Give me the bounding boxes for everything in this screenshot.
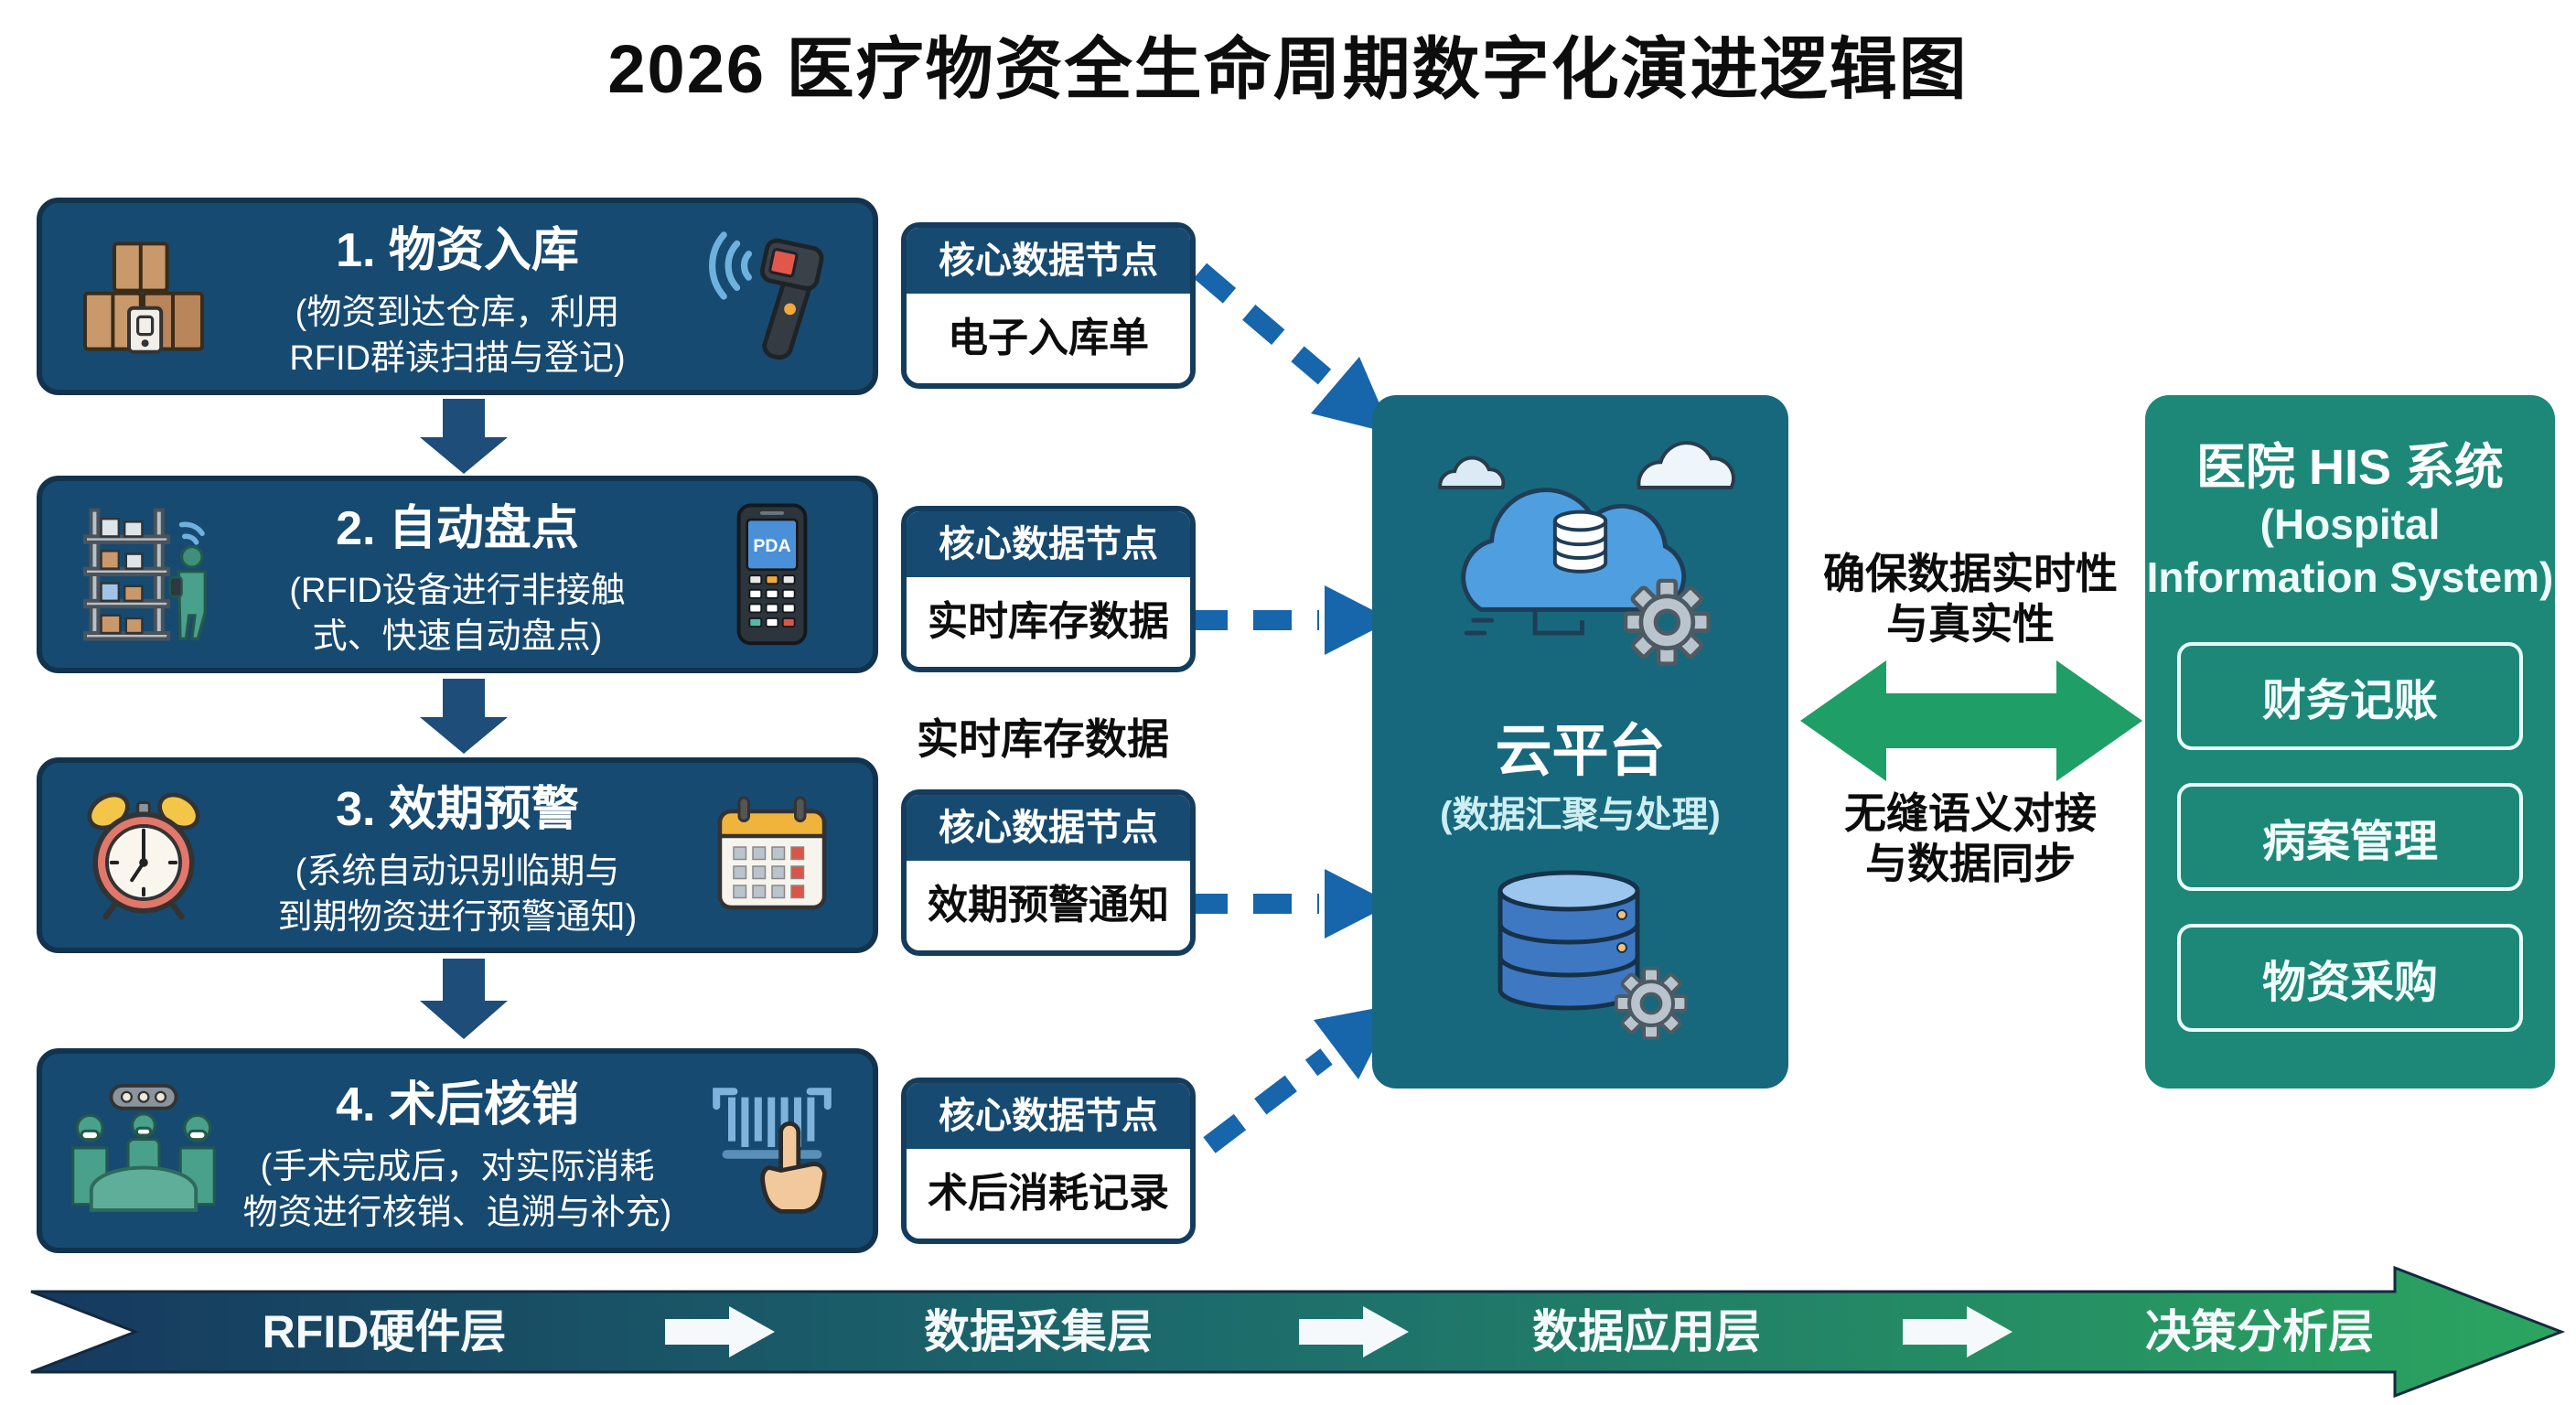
sync-top-label: 确保数据实时性 与真实性 — [1789, 549, 2152, 649]
step-4-desc-line2: 物资进行核销、追溯与补充) — [242, 1193, 672, 1232]
step-3-title: 3. 效期预警 — [336, 783, 579, 837]
step-1-desc: (物资到达仓库，利用 RFID群读扫描与登记) — [228, 291, 687, 381]
barcode-scanner-icon — [687, 212, 856, 381]
step-3-desc: (系统自动识别临期与 到期物资进行预警通知) — [228, 850, 687, 940]
ribbon-arrow-3 — [1903, 1306, 2012, 1357]
sync-bottom-line1: 无缝语义对接 — [1844, 789, 2097, 837]
layer-decision-analysis: 决策分析层 — [2145, 1306, 2374, 1357]
his-title: 医院 HIS 系统 — [2195, 440, 2505, 495]
data-node-2: 核心数据节点 实时库存数据 — [901, 506, 1196, 672]
data-node-1: 核心数据节点 电子入库单 — [901, 222, 1196, 389]
data-node-4: 核心数据节点 术后消耗记录 — [901, 1078, 1196, 1244]
step-1-text: 1. 物资入库 (物资到达仓库，利用 RFID群读扫描与登记) — [228, 211, 687, 381]
step-4-title: 4. 术后核销 — [336, 1078, 579, 1132]
his-subtitle: (Hospital Information System) — [2145, 499, 2555, 604]
layer-data-application: 数据应用层 — [1532, 1306, 1761, 1357]
module-medical-records: 病案管理 — [2177, 783, 2523, 891]
data-node-4-header: 核心数据节点 — [907, 1083, 1190, 1149]
step-2-title: 2. 自动盘点 — [336, 502, 579, 556]
cloud-platform-title: 云平台 — [1495, 720, 1666, 783]
gear-icon-small — [1615, 967, 1688, 1040]
module-procurement: 物资采购 — [2177, 924, 2523, 1032]
dashed-line-4 — [1203, 1048, 1333, 1153]
cloud-platform-box — [1372, 395, 1788, 1089]
calendar-icon — [687, 771, 856, 940]
layer-data-collection: 数据采集层 — [924, 1306, 1153, 1357]
step-4-text: 4. 术后核销 (手术完成后，对实际消耗 物资进行核销、追溯与补充) — [228, 1066, 687, 1236]
down-arrow-2 — [420, 679, 508, 754]
step-1-box: 1. 物资入库 (物资到达仓库，利用 RFID群读扫描与登记) — [37, 198, 878, 395]
data-node-3-value: 效期预警通知 — [907, 861, 1190, 950]
step-2-desc-line2: 式、快速自动盘点) — [312, 617, 603, 656]
his-system-box: 医院 HIS 系统 (Hospital Information System) … — [2145, 395, 2555, 1089]
realtime-stock-label: 实时库存数据 — [917, 715, 1169, 763]
gear-icon — [1626, 581, 1709, 664]
step-1-desc-line2: RFID群读扫描与登记) — [289, 338, 626, 378]
sync-bottom-label: 无缝语义对接 与数据同步 — [1789, 788, 2152, 889]
pda-device-icon: PDA — [687, 490, 856, 660]
data-node-1-value: 电子入库单 — [907, 294, 1190, 383]
step-4-box: 4. 术后核销 (手术完成后，对实际消耗 物资进行核销、追溯与补充) — [37, 1048, 878, 1253]
module-finance: 财务记账 — [2177, 642, 2523, 750]
cloud-platform-subtitle: (数据汇聚与处理) — [1440, 795, 1721, 835]
step-3-desc-line2: 到期物资进行预警通知) — [277, 897, 638, 937]
step-1-desc-line1: (物资到达仓库，利用 — [295, 294, 620, 333]
step-3-box: 3. 效期预警 (系统自动识别临期与 到期物资进行预警通知) — [37, 757, 878, 953]
cardboard-boxes-icon — [59, 212, 228, 381]
alarm-clock-icon — [59, 771, 228, 940]
scan-hand-icon — [687, 1067, 856, 1236]
dashed-line-1 — [1193, 263, 1332, 385]
down-arrow-3 — [420, 959, 508, 1039]
step-3-text: 3. 效期预警 (系统自动识别临期与 到期物资进行预警通知) — [228, 770, 687, 940]
down-arrow-1 — [420, 399, 508, 474]
step-4-desc: (手术完成后，对实际消耗 物资进行核销、追溯与补充) — [228, 1145, 687, 1236]
step-2-desc: (RFID设备进行非接触 式、快速自动盘点) — [228, 569, 687, 660]
pda-screen-label: PDA — [753, 536, 790, 556]
data-node-2-header: 核心数据节点 — [907, 511, 1190, 577]
step-2-desc-line1: (RFID设备进行非接触 — [289, 572, 626, 611]
warehouse-shelf-icon — [59, 490, 228, 660]
data-node-3-header: 核心数据节点 — [907, 795, 1190, 861]
cloud-computing-icon — [1438, 441, 1735, 702]
sync-top-line1: 确保数据实时性 — [1823, 550, 2118, 597]
data-node-3: 核心数据节点 效期预警通知 — [901, 789, 1196, 956]
step-4-desc-line1: (手术完成后，对实际消耗 — [260, 1148, 655, 1187]
step-2-box: 2. 自动盘点 (RFID设备进行非接触 式、快速自动盘点) PDA — [37, 476, 878, 673]
ribbon-arrow-2 — [1299, 1306, 1409, 1357]
step-1-title: 1. 物资入库 — [336, 224, 579, 278]
sync-double-arrow — [1800, 660, 2142, 781]
ribbon-arrow-1 — [665, 1306, 775, 1357]
his-subtitle-line1: (Hospital — [2259, 500, 2441, 548]
step-3-desc-line1: (系统自动识别临期与 — [295, 853, 620, 892]
database-icon — [1497, 870, 1688, 1040]
surgery-team-icon — [59, 1067, 228, 1236]
data-node-4-value: 术后消耗记录 — [907, 1149, 1190, 1239]
sync-bottom-line2: 与数据同步 — [1865, 840, 2076, 888]
data-node-2-value: 实时库存数据 — [907, 577, 1190, 667]
his-subtitle-line2: Information System) — [2146, 552, 2554, 601]
step-2-text: 2. 自动盘点 (RFID设备进行非接触 式、快速自动盘点) — [228, 489, 687, 660]
sync-top-line2: 与真实性 — [1886, 600, 2055, 649]
layer-rfid-hardware: RFID硬件层 — [262, 1306, 507, 1357]
data-node-1-header: 核心数据节点 — [907, 228, 1190, 294]
page-title: 2026 医疗物资全生命周期数字化演进逻辑图 — [607, 31, 1969, 107]
his-modules: 财务记账 病案管理 物资采购 — [2145, 642, 2555, 1032]
dashed-arrow-lines — [1189, 263, 1333, 1153]
